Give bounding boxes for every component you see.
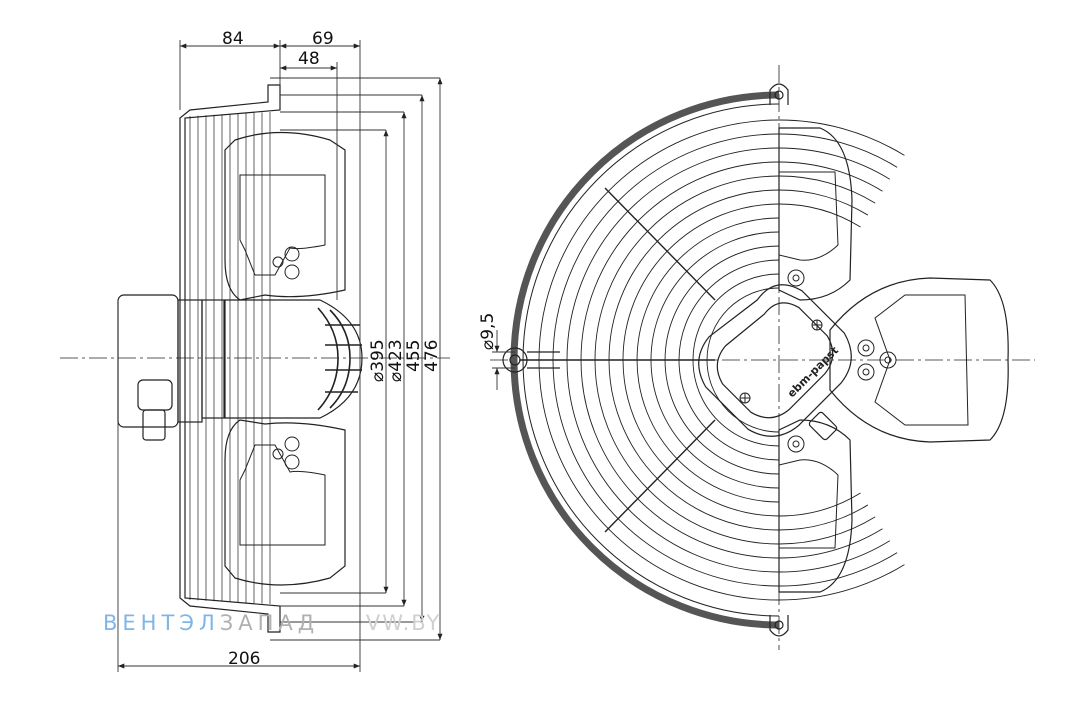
guard-ring-segment <box>778 564 905 601</box>
dim-84: 84 <box>222 29 244 49</box>
dim-455: 455 <box>404 340 424 372</box>
side-terminal-box <box>117 294 179 428</box>
side-guard-outline <box>179 84 281 633</box>
side-dimensions <box>117 40 443 672</box>
guard-ring-segment <box>778 504 869 531</box>
front-mount-top <box>769 83 789 105</box>
side-blade-bottom <box>224 419 346 586</box>
guard-ring-segment <box>778 147 891 180</box>
watermark-part-1: ВЕНТЭЛ <box>103 611 220 635</box>
watermark-part-3: VW.BY <box>365 611 442 635</box>
side-hub-flange <box>201 299 225 419</box>
front-view <box>490 65 1035 650</box>
dim-48: 48 <box>298 49 320 69</box>
side-blade-top <box>224 131 346 301</box>
dim-hole-9-5: ⌀9,5 <box>478 313 498 350</box>
front-blade-top <box>778 127 853 301</box>
watermark: ВЕНТЭЛЗАПАД VW.BY <box>103 611 441 635</box>
guard-ring-segment <box>778 540 891 573</box>
guard-ring-segment <box>778 161 883 192</box>
guard-ring-segment <box>778 189 869 216</box>
watermark-part-2: ЗАПАД <box>219 611 320 635</box>
guard-ring-segment <box>778 516 876 545</box>
side-view <box>60 84 450 633</box>
guard-ring-segment <box>778 492 861 517</box>
guard-ring-segment <box>778 552 898 587</box>
guard-ring-segment <box>778 119 905 156</box>
side-guard-bars <box>189 112 271 604</box>
front-mount-hole <box>502 347 528 373</box>
dim-d423: ⌀423 <box>386 339 406 382</box>
dim-206: 206 <box>228 649 260 669</box>
side-rotor <box>224 299 363 419</box>
front-blade-bottom <box>778 419 853 593</box>
guard-ring-segment <box>778 528 883 559</box>
front-motor-hub <box>698 284 852 437</box>
dim-d395: ⌀395 <box>368 339 388 382</box>
front-guard-rim <box>510 91 780 629</box>
side-cable-gland <box>142 409 166 441</box>
guard-ring-segment <box>778 133 898 168</box>
guard-ring-segment <box>778 175 876 204</box>
front-blade-right <box>829 277 1009 443</box>
dim-476: 476 <box>422 340 442 372</box>
front-guard-spokes <box>520 187 716 533</box>
guard-ring-segment <box>778 203 861 228</box>
dim-69: 69 <box>312 29 334 49</box>
front-mount-bottom <box>769 615 789 637</box>
front-cable-gland <box>808 411 838 441</box>
hole-dimension <box>492 330 515 390</box>
